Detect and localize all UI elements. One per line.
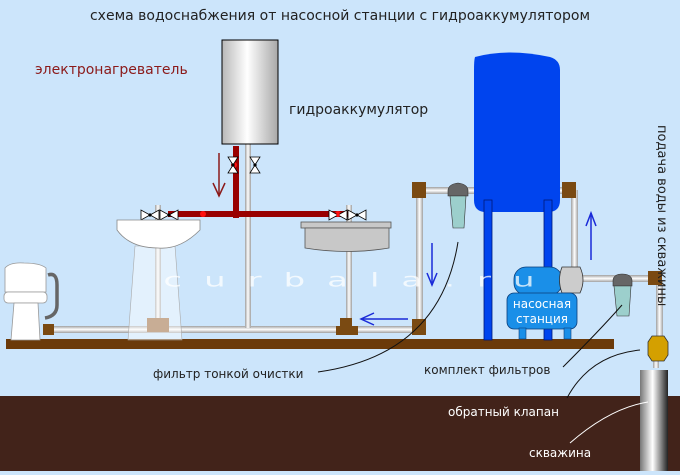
pump-station: насосная станция xyxy=(506,266,584,340)
floor xyxy=(6,339,614,349)
pump-label-line2: станция xyxy=(516,312,568,326)
toilet-tank xyxy=(4,262,47,293)
filter-set-label: комплект фильтров xyxy=(424,363,550,377)
watermark: curbala.ru xyxy=(163,270,556,291)
flow-arrows xyxy=(359,210,597,326)
flow-up-arrow-icon xyxy=(585,210,597,260)
well-label: скважина xyxy=(529,446,591,460)
tank-leg xyxy=(483,199,493,341)
check-valve-label: обратный клапан xyxy=(448,405,559,419)
pump-head xyxy=(559,266,584,294)
hot-water-pipes xyxy=(168,146,348,218)
leader-fine-filter xyxy=(317,241,459,373)
leader-check-valve xyxy=(566,349,641,399)
electric-water-heater xyxy=(221,39,279,145)
washbasin-drain xyxy=(147,318,169,332)
leader-filter-set xyxy=(562,304,623,368)
valve-icon xyxy=(249,156,261,174)
flow-down-arrow-icon xyxy=(426,243,438,287)
hot-flow-arrow-icon xyxy=(212,153,226,198)
fitting-elbow-top xyxy=(412,182,426,198)
ground xyxy=(0,396,680,471)
pump-foot xyxy=(518,327,527,340)
fitting-toilet xyxy=(43,324,54,335)
pump-foot xyxy=(563,327,572,340)
sink-basin xyxy=(304,227,390,252)
hot-junction-dot xyxy=(200,211,206,217)
hot-distribution-pipe xyxy=(168,211,348,217)
check-valve xyxy=(647,335,669,362)
pump-tank xyxy=(506,292,578,330)
kitchen-sink xyxy=(300,221,392,252)
pump-riser xyxy=(571,190,578,268)
accumulator-label: гидроаккумулятор xyxy=(289,102,428,118)
flow-left-arrow-icon xyxy=(359,312,408,326)
well-riser-lower xyxy=(653,358,659,368)
toilet xyxy=(3,262,59,341)
main-cold-pipe xyxy=(50,326,422,333)
valve-icon xyxy=(140,209,160,221)
filter-set-cap xyxy=(612,273,633,287)
sink-rim xyxy=(300,221,392,229)
well-riser xyxy=(656,280,663,342)
fitting-elbow-well xyxy=(648,271,662,285)
supply-label: подача воды из скважины xyxy=(654,125,669,306)
valve-icon xyxy=(347,209,367,221)
washbasin xyxy=(116,219,201,341)
sink-riser xyxy=(346,205,352,327)
fine-filter-cap xyxy=(447,182,469,197)
callout-lines xyxy=(317,241,641,399)
fine-filter-body xyxy=(449,195,467,229)
valves xyxy=(140,156,367,221)
diagram-title: схема водоснабжения от насосной станции … xyxy=(90,8,590,24)
fitting-tee-sink-base xyxy=(336,326,358,335)
heater-cold-riser xyxy=(245,140,251,328)
fine-filter xyxy=(447,182,469,229)
valve-icon xyxy=(159,209,179,221)
well-casing xyxy=(640,370,668,471)
washbasin-riser xyxy=(155,205,161,327)
toilet-base xyxy=(10,302,41,341)
leader-well xyxy=(569,401,649,444)
heater-hot-outlet xyxy=(233,146,239,218)
valve-icon xyxy=(328,209,348,221)
fine-filter-label: фильтр тонкой очистки xyxy=(153,367,303,381)
valve-icon xyxy=(227,156,239,174)
washbasin-bowl xyxy=(116,219,201,249)
fitting-elbow-right xyxy=(562,182,576,198)
heater-label: электронагреватель xyxy=(35,62,188,78)
toilet-seat xyxy=(3,291,48,304)
toilet-hose xyxy=(44,272,59,320)
accumulator-down-pipe xyxy=(416,190,423,328)
accumulator-tank xyxy=(474,52,560,212)
pump-label-line1: насосная xyxy=(513,297,571,311)
